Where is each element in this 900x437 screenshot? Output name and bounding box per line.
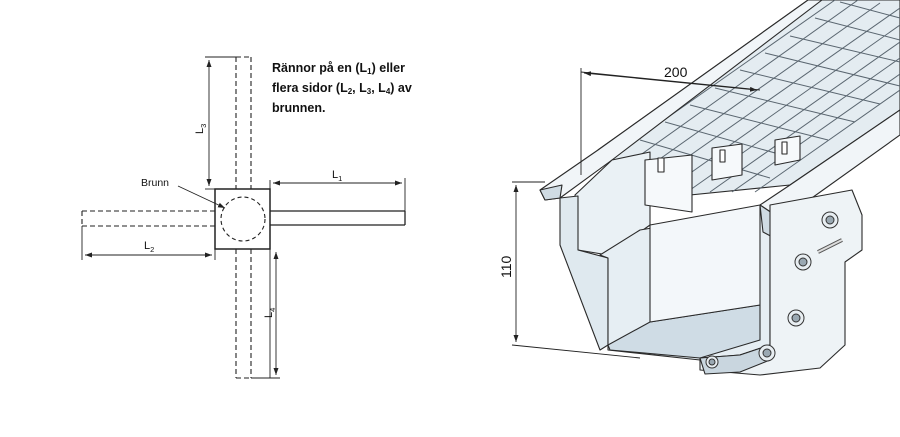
dim-line-L4: [251, 249, 280, 379]
dim-110-ext-bottom: [511, 344, 641, 359]
plan-view: [81, 56, 406, 379]
channel-L2-dashed: [81, 210, 215, 227]
dim-label-110: 110: [498, 255, 514, 278]
well-leader-line: [177, 185, 226, 209]
description-line-1: Rännor på en (L1) eller: [272, 61, 405, 76]
grate-tabs: [644, 135, 801, 213]
bolt-icon: [794, 253, 812, 271]
channel-L3-dashed: [235, 56, 252, 189]
channel-description: Rännor på en (L1) eller flera sidor (L2,…: [272, 60, 462, 117]
channel-L1-solid: [270, 210, 406, 226]
pin-icon: [817, 238, 843, 254]
bolt-icon: [705, 355, 719, 369]
dim-line-L2: [81, 226, 216, 260]
description-line-3: brunnen.: [272, 101, 326, 115]
well-drain-circle: [220, 196, 266, 242]
dim-200-line: [583, 71, 758, 92]
channel-L4-dashed: [235, 249, 252, 379]
bolt-icon: [758, 344, 776, 362]
channel-inner-wall: [649, 204, 761, 323]
bolt-icon: [821, 211, 839, 229]
dim-label-L4: L4: [263, 308, 277, 318]
dim-line-L1: [269, 178, 406, 211]
iso-dimensions: [511, 68, 761, 359]
dim-label-L2: L2: [144, 240, 154, 254]
description-line-2: flera sidor (L2, L3, L4) av: [272, 81, 412, 96]
iso-view: [539, 0, 900, 376]
dim-line-L3: [205, 56, 236, 190]
dim-label-L3: L3: [194, 124, 208, 134]
dim-label-L1: L1: [332, 169, 342, 183]
well-label: Brunn: [141, 177, 169, 189]
dim-label-200: 200: [664, 64, 688, 80]
well-box: [214, 188, 271, 250]
bolt-icon: [787, 309, 805, 327]
bolts: [705, 211, 843, 369]
